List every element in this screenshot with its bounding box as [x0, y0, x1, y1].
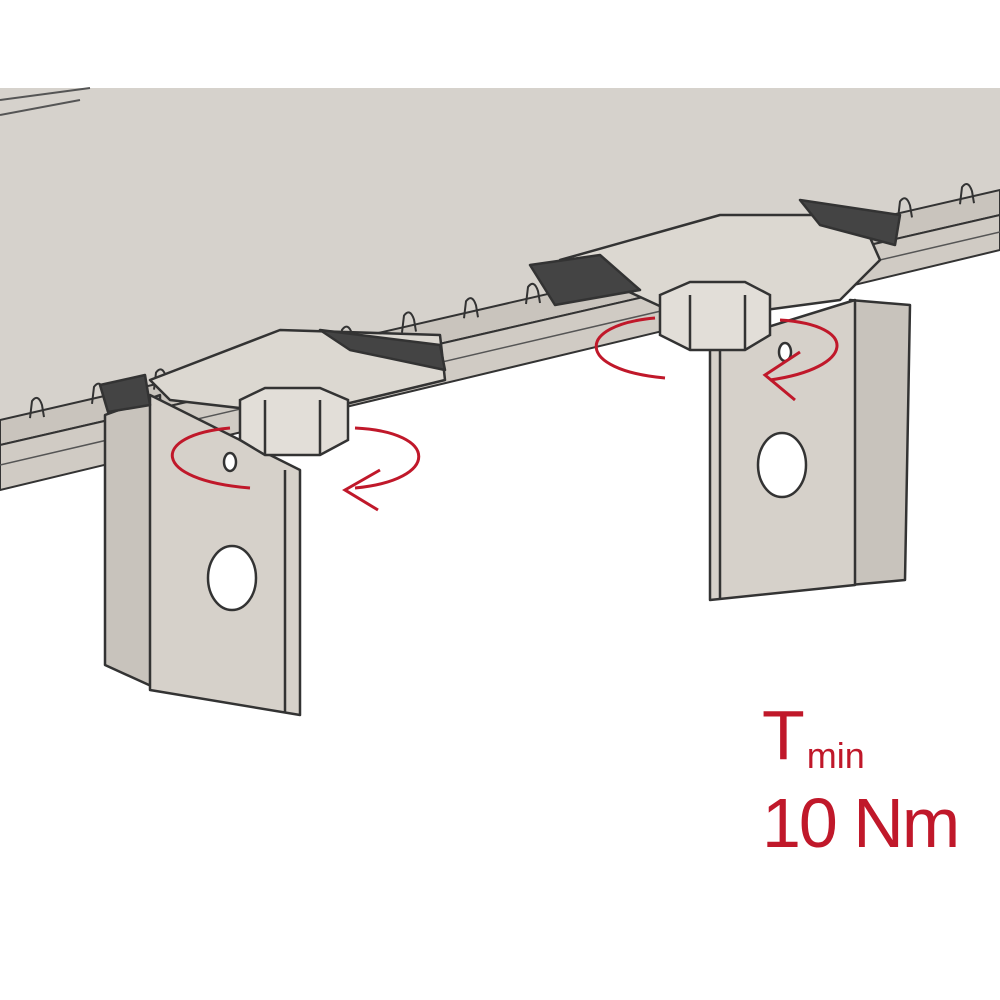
rotation-arrow-right-icon	[594, 316, 839, 402]
rail-tooth	[897, 197, 913, 219]
rail-tooth	[29, 396, 45, 419]
rail-tooth	[463, 297, 479, 319]
rail-tooth	[401, 311, 417, 333]
torque-label: T min 10 Nm	[762, 696, 960, 862]
mounting-hole	[206, 544, 258, 612]
rail-tooth	[525, 282, 541, 305]
bracket-right	[528, 198, 912, 602]
rail-tooth	[959, 183, 975, 205]
torque-subscript: min	[806, 735, 865, 776]
torque-value: 10 Nm	[762, 784, 960, 862]
hex-nut-right	[658, 280, 772, 352]
rotation-arrow-left-icon	[171, 426, 420, 512]
torque-symbol: T	[762, 696, 805, 774]
hex-nut-left	[238, 386, 350, 457]
mounting-hole	[756, 431, 808, 499]
